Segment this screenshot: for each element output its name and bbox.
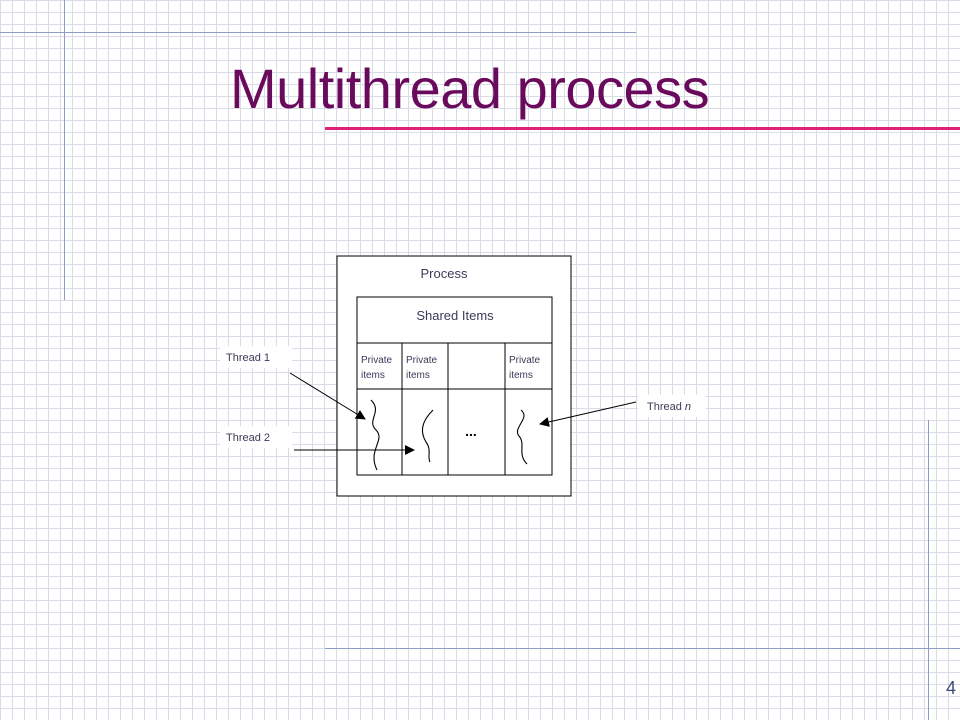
ellipsis-label: ... <box>465 423 477 439</box>
title-underline <box>325 127 960 130</box>
thread-1-label: Thread 1 <box>226 352 270 364</box>
private-items-4-line2: items <box>509 370 533 381</box>
thread-1-label-bg <box>220 346 292 368</box>
private-items-2-line2: items <box>406 370 430 381</box>
inner-box <box>356 296 553 476</box>
thread-2-label-bg <box>220 426 292 448</box>
private-items-1-line1: Private <box>361 355 393 366</box>
right-rule <box>928 420 929 720</box>
bottom-rule <box>325 648 960 649</box>
thread-1-squiggle <box>370 399 380 471</box>
thread-n-arrow <box>539 401 637 427</box>
private-items-4-line1: Private <box>509 355 541 366</box>
shared-items-label: Shared Items <box>416 308 494 323</box>
thread-n-label-bg <box>638 395 706 417</box>
thread-n-squiggle <box>516 409 528 465</box>
private-items-2-line1: Private <box>406 355 438 366</box>
thread-n-label: Thread n <box>647 401 691 413</box>
thread-2-squiggle <box>421 409 434 463</box>
left-rule <box>64 0 65 300</box>
thread-1-arrow <box>289 372 366 420</box>
slide-title: Multithread process <box>230 57 710 120</box>
thread-2-label: Thread 2 <box>226 432 270 444</box>
top-rule <box>0 32 636 33</box>
page-number: 4 <box>946 678 957 698</box>
process-label: Process <box>421 266 468 281</box>
private-items-1-line2: items <box>361 370 385 381</box>
